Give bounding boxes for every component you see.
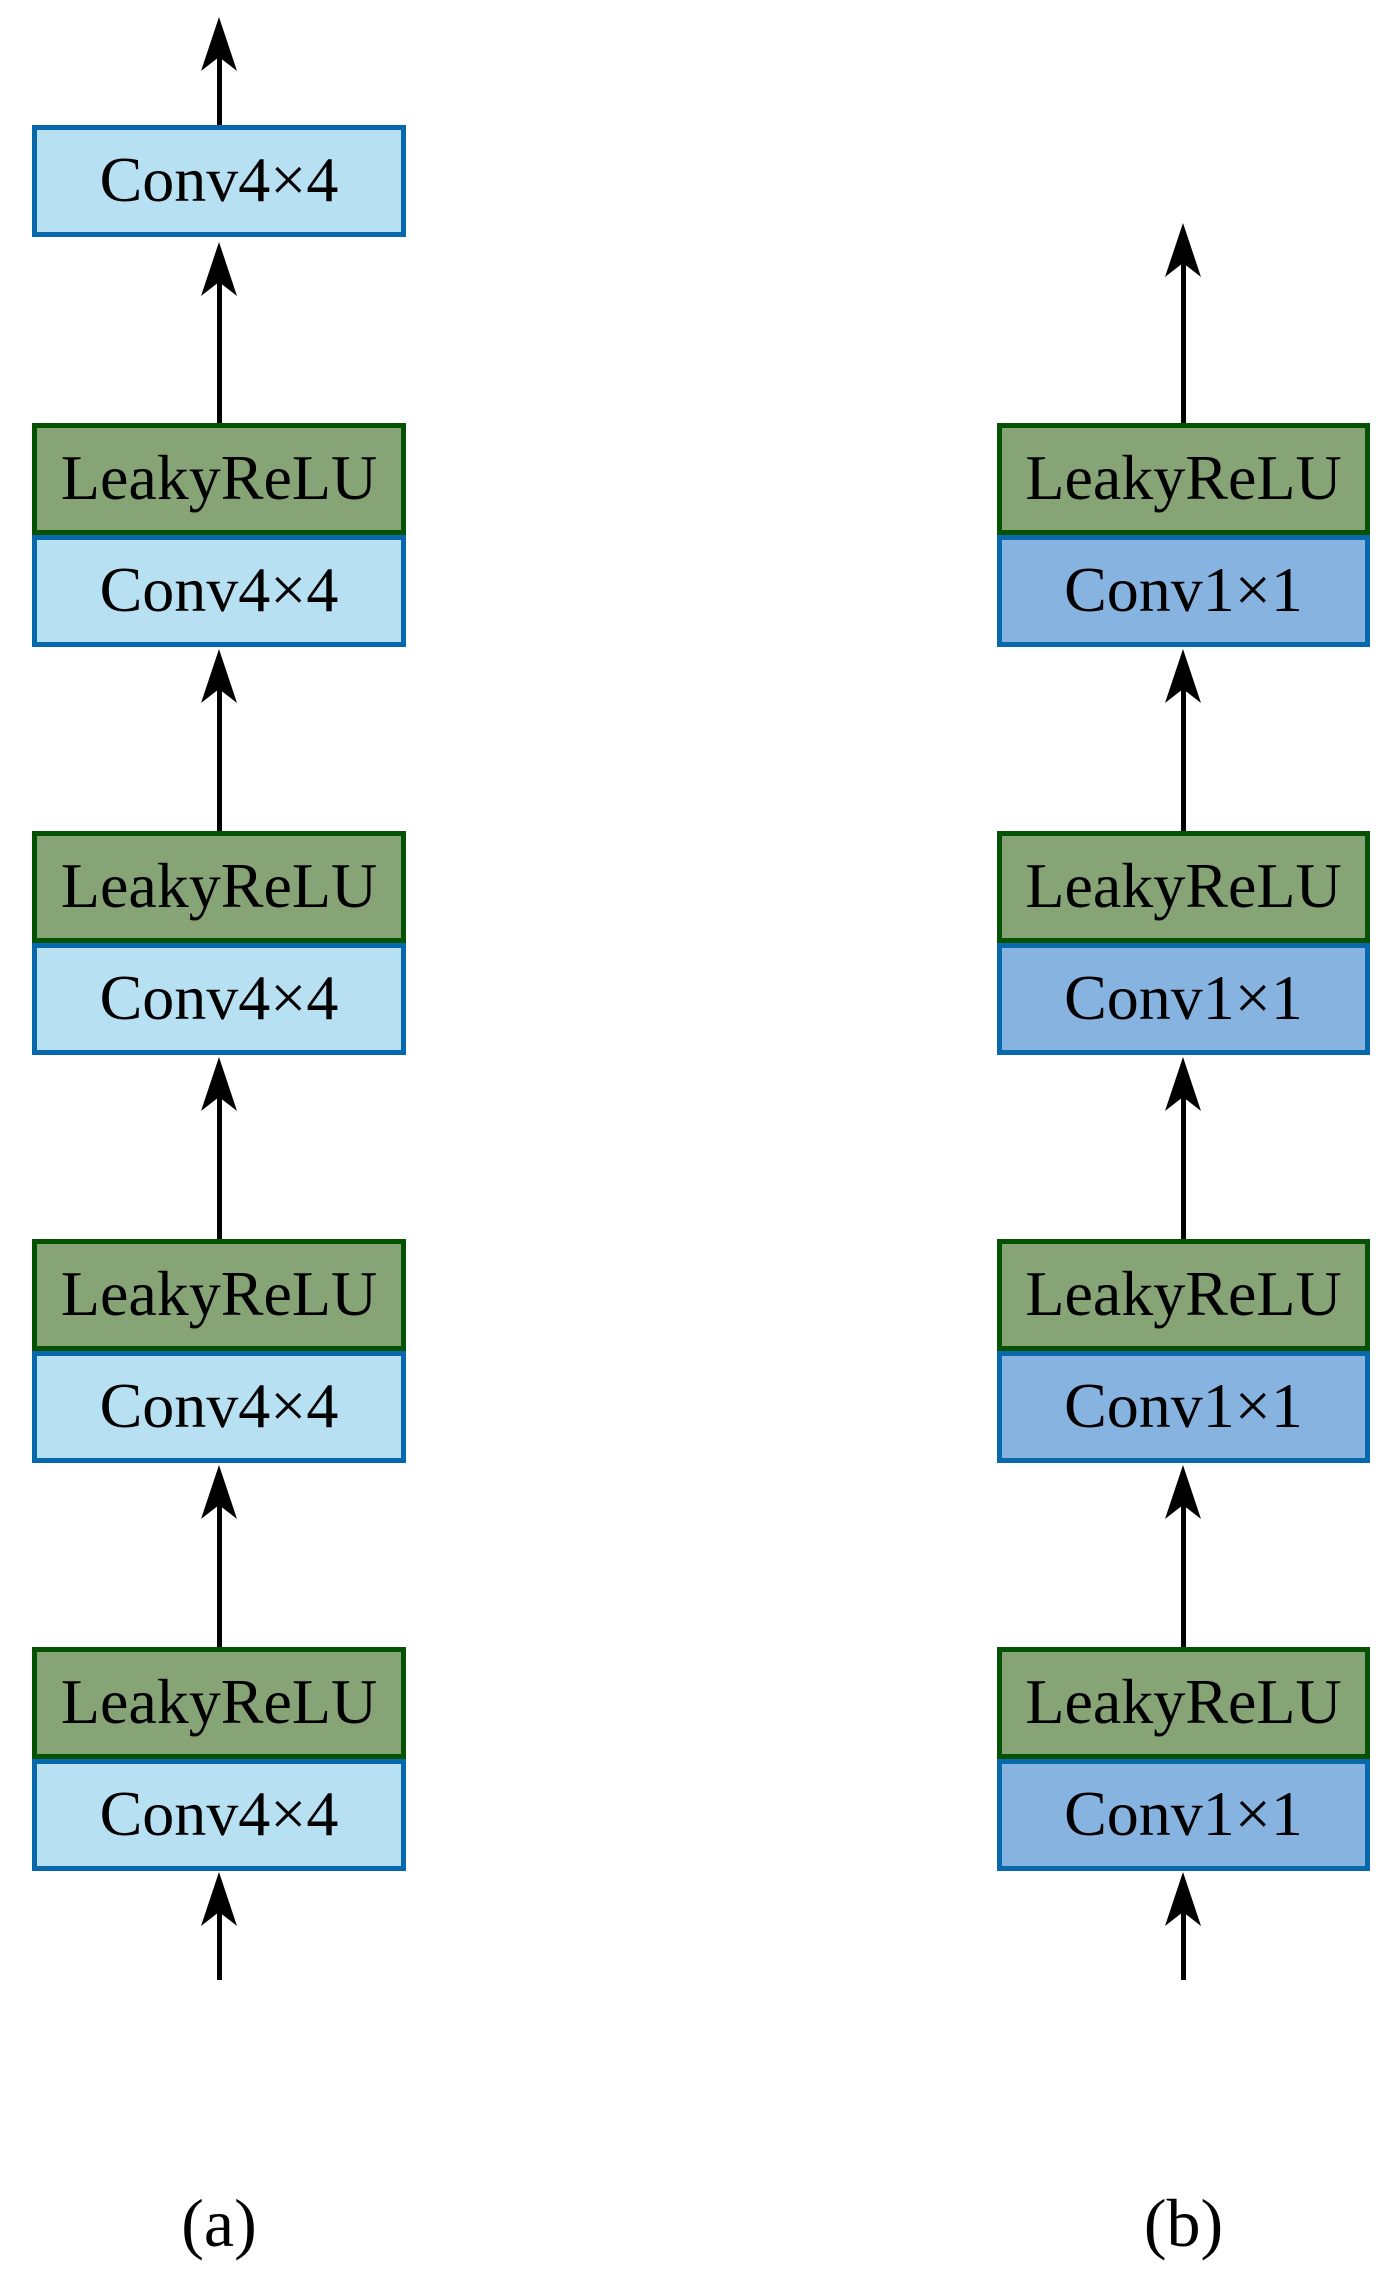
- flow-arrow-up: [201, 242, 237, 423]
- arrowhead-icon: [1165, 649, 1201, 703]
- layer-label: Conv4×4: [99, 554, 339, 625]
- leakyrelu-layer-box: LeakyReLU: [997, 1647, 1370, 1759]
- layer-label: LeakyReLU: [1025, 1666, 1342, 1737]
- layer-label: LeakyReLU: [1025, 1258, 1342, 1329]
- arrowhead-icon: [1165, 223, 1201, 277]
- layer-label: Conv4×4: [99, 1370, 339, 1441]
- layer-label: Conv4×4: [99, 144, 339, 215]
- flow-arrow-up: [201, 649, 237, 831]
- arrow-shaft: [216, 689, 222, 831]
- arrowhead-icon: [201, 242, 237, 296]
- arrow-shaft: [216, 1097, 222, 1239]
- conv4x4-layer-box: Conv4×4: [32, 535, 406, 647]
- layer-label: Conv1×1: [1064, 554, 1303, 625]
- arrowhead-icon: [1165, 1465, 1201, 1519]
- arrow-shaft: [1180, 263, 1186, 423]
- layer-label: LeakyReLU: [60, 850, 378, 921]
- conv4x4-layer-box: Conv4×4: [32, 1351, 406, 1463]
- layer-label: LeakyReLU: [1025, 850, 1342, 921]
- arrowhead-icon: [201, 1465, 237, 1519]
- layer-label: Conv1×1: [1064, 962, 1303, 1033]
- arrow-shaft: [216, 1912, 222, 1980]
- leakyrelu-layer-box: LeakyReLU: [32, 423, 406, 535]
- layer-label: Conv1×1: [1064, 1370, 1303, 1441]
- conv4x4-layer-box: Conv4×4: [32, 943, 406, 1055]
- conv4x4-layer-box: Conv4×4: [32, 125, 406, 237]
- layer-label: Conv1×1: [1064, 1778, 1303, 1849]
- arrowhead-icon: [201, 17, 237, 71]
- column-a: Conv4×4 LeakyReLU Conv4×4 LeakyReLU Conv…: [32, 0, 406, 2272]
- flow-arrow-up: [201, 1057, 237, 1239]
- layer-label: LeakyReLU: [60, 1258, 378, 1329]
- column-b: LeakyReLU Conv1×1 LeakyReLU Conv1×1 Leak…: [997, 0, 1370, 2272]
- flow-arrow-up: [201, 1872, 237, 1980]
- arrowhead-icon: [1165, 1872, 1201, 1926]
- layer-label: Conv4×4: [99, 962, 339, 1033]
- layer-label: Conv4×4: [99, 1778, 339, 1849]
- conv1x1-layer-box: Conv1×1: [997, 1759, 1370, 1871]
- arrow-shaft: [1180, 689, 1186, 831]
- flow-arrow-up: [201, 1465, 237, 1647]
- layer-label: LeakyReLU: [60, 442, 378, 513]
- caption-a: (a): [181, 2185, 257, 2261]
- arrow-shaft: [216, 57, 222, 125]
- flow-arrow-up: [1165, 1872, 1201, 1980]
- conv4x4-layer-box: Conv4×4: [32, 1759, 406, 1871]
- conv1x1-layer-box: Conv1×1: [997, 535, 1370, 647]
- leakyrelu-layer-box: LeakyReLU: [997, 831, 1370, 943]
- arrow-shaft: [1180, 1505, 1186, 1647]
- leakyrelu-layer-box: LeakyReLU: [997, 1239, 1370, 1351]
- arrow-shaft: [1180, 1097, 1186, 1239]
- caption-b: (b): [1143, 2185, 1224, 2261]
- flow-arrow-up: [201, 17, 237, 125]
- flow-arrow-up: [1165, 223, 1201, 423]
- leakyrelu-layer-box: LeakyReLU: [32, 831, 406, 943]
- arrowhead-icon: [201, 1057, 237, 1111]
- leakyrelu-layer-box: LeakyReLU: [997, 423, 1370, 535]
- flow-arrow-up: [1165, 1057, 1201, 1239]
- conv1x1-layer-box: Conv1×1: [997, 943, 1370, 1055]
- arrowhead-icon: [201, 1872, 237, 1926]
- arrow-shaft: [216, 1505, 222, 1647]
- arrowhead-icon: [1165, 1057, 1201, 1111]
- layer-label: LeakyReLU: [1025, 442, 1342, 513]
- flow-arrow-up: [1165, 649, 1201, 831]
- arrowhead-icon: [201, 649, 237, 703]
- layer-label: LeakyReLU: [60, 1666, 378, 1737]
- leakyrelu-layer-box: LeakyReLU: [32, 1647, 406, 1759]
- flow-arrow-up: [1165, 1465, 1201, 1647]
- conv1x1-layer-box: Conv1×1: [997, 1351, 1370, 1463]
- leakyrelu-layer-box: LeakyReLU: [32, 1239, 406, 1351]
- arrow-shaft: [1180, 1912, 1186, 1980]
- arrow-shaft: [216, 282, 222, 423]
